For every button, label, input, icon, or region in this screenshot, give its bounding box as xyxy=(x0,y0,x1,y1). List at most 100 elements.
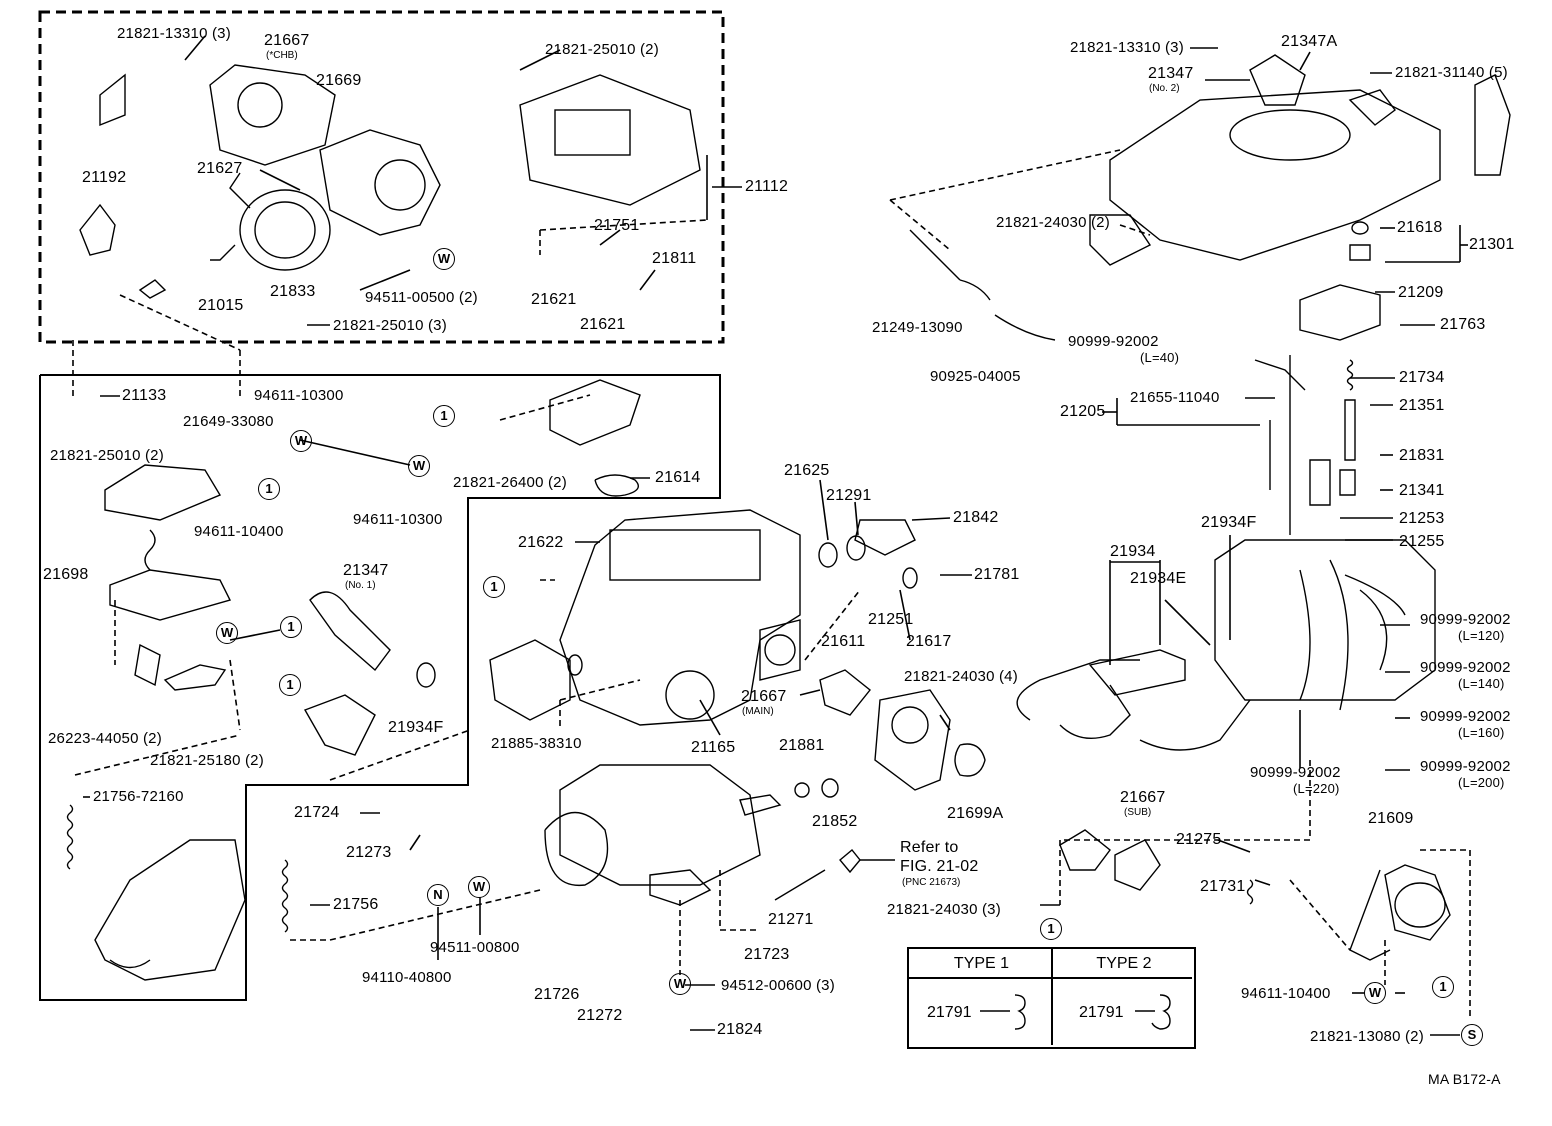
carburetor-upper-frame xyxy=(38,10,725,344)
part-label: 21667 xyxy=(264,32,310,49)
part-label: 21209 xyxy=(1398,284,1444,301)
part-label: 21763 xyxy=(1440,316,1486,333)
part-label-note: (No. 1) xyxy=(345,580,376,591)
part-label: 21821-13310 (3) xyxy=(117,25,231,42)
part-label: 21611 xyxy=(821,633,866,650)
part-label: 90999-92002 xyxy=(1068,333,1159,350)
washer-callout: W xyxy=(408,455,430,477)
washer-callout: W xyxy=(1364,982,1386,1004)
part-label: 21618 xyxy=(1397,219,1443,236)
part-label: 94611-10400 xyxy=(194,523,284,540)
part-label: 94611-10300 xyxy=(353,511,443,528)
part-label-note: (L=40) xyxy=(1140,350,1180,365)
part-label-note: (MAIN) xyxy=(742,706,774,717)
part-label-note: (L=140) xyxy=(1458,676,1505,691)
type-header: TYPE 1 xyxy=(953,955,1010,972)
part-label: 21192 xyxy=(82,169,127,186)
part-label: 94512-00600 (3) xyxy=(721,977,835,994)
part-label: 21734 xyxy=(1399,369,1445,386)
part-label: 90999-92002 xyxy=(1420,708,1511,725)
ref-1-callout: 1 xyxy=(1432,976,1454,998)
part-label: 21621 xyxy=(531,291,577,308)
part-label-note: (L=160) xyxy=(1458,725,1505,740)
part-label: 21625 xyxy=(784,462,830,479)
ref-1-callout: 1 xyxy=(1040,918,1062,940)
part-label: 21271 xyxy=(768,911,814,928)
part-label: 21934E xyxy=(1130,570,1187,587)
part-label: 21112 xyxy=(745,178,789,195)
part-label: 21621 xyxy=(580,316,626,333)
part-label: 21301 xyxy=(1469,236,1515,253)
part-label: 94611-10400 xyxy=(1241,985,1331,1002)
part-label: 21609 xyxy=(1368,810,1414,827)
part-label: 21821-25010 (2) xyxy=(50,447,164,464)
part-label: 21205 xyxy=(1060,403,1106,420)
part-label: 21649-33080 xyxy=(183,413,274,430)
part-label: 21347 xyxy=(343,562,389,579)
part-label: 21731 xyxy=(1200,878,1246,895)
part-label: 21821-24030 (4) xyxy=(904,668,1018,685)
part-label-note: (L=220) xyxy=(1293,781,1340,796)
part-label: 21723 xyxy=(744,946,790,963)
part-label: 94511-00800 xyxy=(430,939,520,956)
part-label: 21842 xyxy=(953,509,999,526)
part-label: 21821-24030 (3) xyxy=(887,901,1001,918)
part-label: 21347 xyxy=(1148,65,1194,82)
part-label: 94611-10300 xyxy=(254,387,344,404)
part-label: 21341 xyxy=(1399,482,1445,499)
part-label: 21821-31140 (5) xyxy=(1395,64,1508,81)
part-label: 21726 xyxy=(534,986,580,1003)
part-label: 21617 xyxy=(906,633,952,650)
part-label: 21015 xyxy=(198,297,244,314)
part-label: 21821-25010 (2) xyxy=(545,41,659,58)
part-label: 21667 xyxy=(1120,789,1166,806)
part-label: 21821-26400 (2) xyxy=(453,474,567,491)
part-label: 21347A xyxy=(1281,33,1338,50)
washer-callout: W xyxy=(468,876,490,898)
type-cell-part: 21791 xyxy=(927,1004,972,1021)
part-label: 94110-40800 xyxy=(362,969,452,986)
part-label: 21698 xyxy=(43,566,89,583)
part-label: 21273 xyxy=(346,844,392,861)
left-subassembly-frame xyxy=(39,374,721,1001)
part-label: 21821-25010 (3) xyxy=(333,317,447,334)
part-label: 21821-13080 (2) xyxy=(1310,1028,1424,1045)
part-label: 21249-13090 xyxy=(872,319,963,336)
s-callout: S xyxy=(1461,1024,1483,1046)
part-label-note: (L=200) xyxy=(1458,775,1505,790)
part-label: 21821-25180 (2) xyxy=(150,752,264,769)
part-label: 21133 xyxy=(122,387,167,404)
part-label-note: (SUB) xyxy=(1124,807,1152,818)
part-label: 21255 xyxy=(1399,533,1445,550)
part-label: 94511-00500 (2) xyxy=(365,289,478,306)
refer-note-line: (PNC 21673) xyxy=(902,877,961,888)
clip-type-table: TYPE 1 TYPE 2 21791 21791 xyxy=(907,947,1196,1049)
part-label: 21934 xyxy=(1110,543,1156,560)
refer-note-line: Refer to xyxy=(900,839,959,856)
type-header: TYPE 2 xyxy=(1096,955,1152,972)
part-label: 21667 xyxy=(741,688,787,705)
n-nut-callout: N xyxy=(427,884,449,906)
part-label: 21934F xyxy=(1201,514,1257,531)
part-label: 90999-92002 xyxy=(1250,764,1341,781)
washer-callout: W xyxy=(216,622,238,644)
ref-1-callout: 1 xyxy=(279,674,301,696)
part-label: 26223-44050 (2) xyxy=(48,730,162,747)
part-label: 21253 xyxy=(1399,510,1445,527)
part-label: 21821-13310 (3) xyxy=(1070,39,1184,56)
part-label: 21724 xyxy=(294,804,340,821)
ref-1-callout: 1 xyxy=(280,616,302,638)
part-label: 21655-11040 xyxy=(1130,389,1220,406)
part-label: 21272 xyxy=(577,1007,623,1024)
washer-callout: W xyxy=(669,973,691,995)
part-label: 21781 xyxy=(974,566,1020,583)
figure-reference-code: MA B172-A xyxy=(1428,1071,1501,1087)
part-label: 21833 xyxy=(270,283,316,300)
part-label: 21275 xyxy=(1176,831,1222,848)
ref-1-callout: 1 xyxy=(258,478,280,500)
part-label: 21881 xyxy=(779,737,825,754)
part-label: 21669 xyxy=(316,72,362,89)
part-label-note: (*CHB) xyxy=(266,50,298,61)
